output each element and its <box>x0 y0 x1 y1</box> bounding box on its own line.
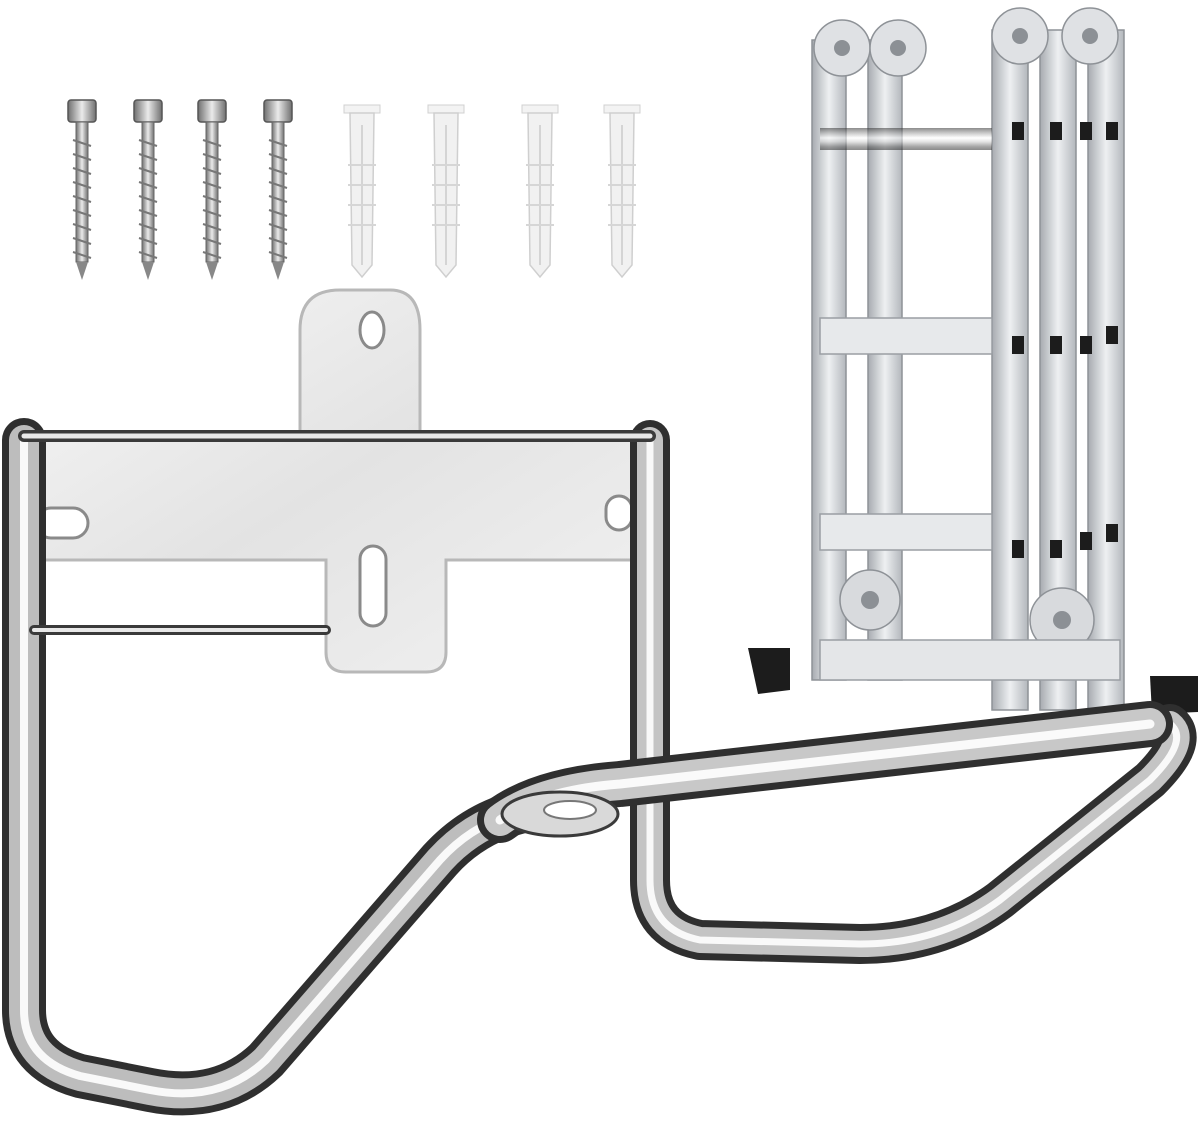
screw <box>133 99 163 280</box>
screw <box>263 99 293 280</box>
wall-plug <box>427 104 465 279</box>
wall-plug <box>343 104 381 279</box>
wall-plug-set <box>343 104 641 279</box>
folding-ladder <box>748 7 1198 714</box>
screw <box>197 99 227 280</box>
screw-set <box>67 99 293 280</box>
screw <box>67 99 97 280</box>
wall-plug <box>521 104 559 279</box>
wall-plug <box>603 104 641 279</box>
mounting-plate <box>28 288 642 674</box>
